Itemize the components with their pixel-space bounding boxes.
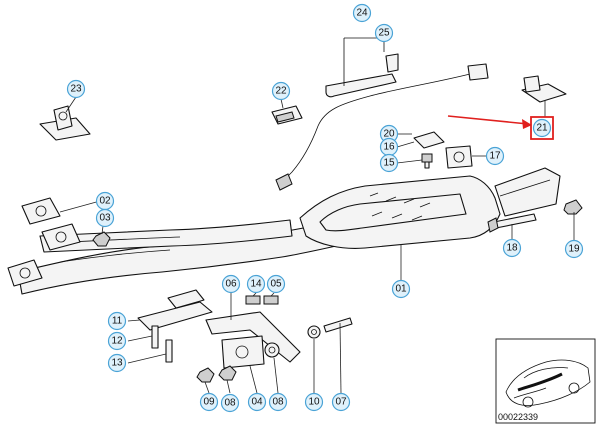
hanger-22	[271, 105, 303, 125]
callout-17-label: 17	[489, 151, 501, 162]
oxygen-sensor-cable	[275, 63, 489, 191]
callout-25[interactable]: 25	[374, 23, 394, 43]
callout-19[interactable]: 19	[564, 239, 584, 259]
callout-03[interactable]: 03	[95, 208, 115, 228]
bolt-18	[487, 213, 537, 233]
callout-04-label: 04	[251, 397, 263, 408]
catalytic-converter	[299, 167, 561, 249]
bolt-15	[421, 153, 433, 169]
callout-07[interactable]: 07	[331, 392, 351, 412]
callout-11[interactable]: 11	[107, 311, 127, 331]
callout-06-label: 06	[225, 279, 237, 290]
callout-09[interactable]: 09	[199, 392, 219, 412]
callout-11-label: 11	[112, 316, 123, 327]
callout-01-label: 01	[395, 284, 407, 295]
callout-02-label: 02	[99, 196, 111, 207]
rubber-mount-17	[445, 145, 473, 169]
callout-16-label: 16	[383, 142, 395, 153]
thumbnail-code: 00022339	[498, 412, 538, 422]
highlight-arrow	[447, 115, 532, 129]
mount-16	[413, 131, 445, 149]
callout-08-right[interactable]: 08	[268, 392, 288, 412]
flange-gaskets	[7, 197, 81, 287]
callout-12-label: 12	[111, 336, 123, 347]
callout-05-label: 05	[270, 279, 282, 290]
callout-23[interactable]: 23	[66, 79, 86, 99]
callout-13-label: 13	[111, 358, 123, 369]
mount-23	[39, 105, 91, 141]
callout-13[interactable]: 13	[107, 353, 127, 373]
callout-18[interactable]: 18	[502, 238, 522, 258]
clamp-21	[521, 75, 567, 103]
callout-24[interactable]: 24	[352, 3, 372, 23]
callout-15-label: 15	[383, 158, 395, 169]
callout-10-label: 10	[308, 397, 320, 408]
callout-08-left[interactable]: 08	[220, 393, 240, 413]
callout-10[interactable]: 10	[304, 392, 324, 412]
highlight-box	[530, 116, 554, 140]
callout-01[interactable]: 01	[391, 279, 411, 299]
callout-20-label: 20	[383, 129, 395, 140]
callout-19-label: 19	[568, 244, 580, 255]
callout-14[interactable]: 14	[246, 274, 266, 294]
vehicle-location-thumbnail: 00022339	[495, 338, 596, 424]
nut-19	[563, 199, 583, 215]
callout-07-label: 07	[335, 397, 347, 408]
leader-lines	[59, 96, 575, 394]
bracket-24	[325, 37, 399, 98]
callout-05[interactable]: 05	[266, 274, 286, 294]
callout-23-label: 23	[70, 84, 82, 95]
callout-04[interactable]: 04	[247, 392, 267, 412]
callout-17[interactable]: 17	[485, 146, 505, 166]
callout-14-label: 14	[250, 279, 262, 290]
lower-bracket-assembly	[137, 289, 353, 383]
callout-15[interactable]: 15	[379, 153, 399, 173]
callout-09-label: 09	[203, 397, 215, 408]
callout-02[interactable]: 02	[95, 191, 115, 211]
callout-24-label: 24	[356, 8, 368, 19]
callout-06[interactable]: 06	[221, 274, 241, 294]
callout-08-left-label: 08	[224, 398, 236, 409]
callout-21-label: 21	[536, 123, 548, 134]
callout-22-label: 22	[275, 86, 287, 97]
callout-03-label: 03	[99, 213, 111, 224]
callout-08-right-label: 08	[272, 397, 284, 408]
callout-25-label: 25	[378, 28, 390, 39]
callout-12[interactable]: 12	[107, 331, 127, 351]
callout-22[interactable]: 22	[271, 81, 291, 101]
nut-03	[92, 231, 111, 247]
callout-18-label: 18	[506, 243, 518, 254]
callout-16[interactable]: 16	[379, 137, 399, 157]
callout-21[interactable]: 21	[532, 118, 552, 138]
